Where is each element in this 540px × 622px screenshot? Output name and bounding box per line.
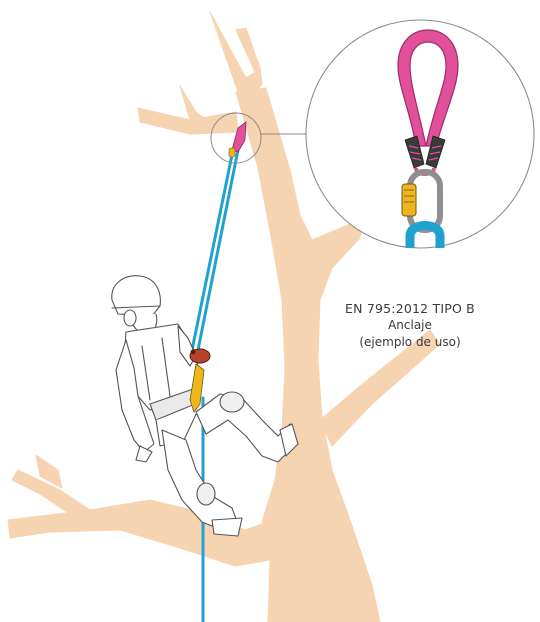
standard-label: EN 795:2012 TIPO B xyxy=(318,300,502,317)
anchor-caption: EN 795:2012 TIPO B Anclaje (ejemplo de u… xyxy=(318,300,502,351)
usage-note-label: (ejemplo de uso) xyxy=(318,334,502,351)
anchor-name-label: Anclaje xyxy=(318,317,502,334)
descender-device-icon xyxy=(190,349,210,412)
